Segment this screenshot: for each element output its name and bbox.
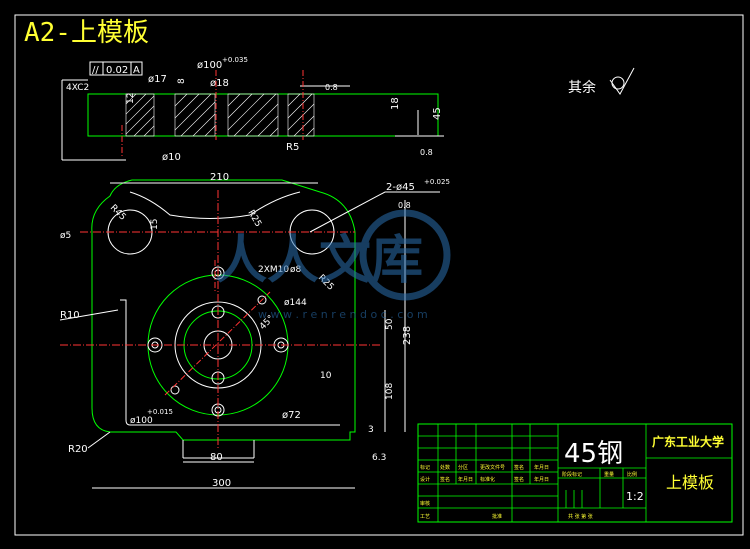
dim-d18: ø18 [210, 78, 229, 89]
svg-text:批准: 批准 [492, 513, 502, 520]
dim-v3: 3 [368, 425, 374, 435]
dim-d8: ø8 [290, 265, 302, 275]
dim-d100b-tol: +0.015 [147, 408, 173, 416]
section-view: // 0.02 A 4XC2 ø17 ø100 +0.035 ø18 ø10 1… [61, 56, 444, 163]
dim-v238: 238 [402, 326, 413, 345]
watermark: 人人文库 w w w . r e n r e n d o c . c o m [215, 209, 451, 321]
svg-text:共 张 第 张: 共 张 第 张 [568, 513, 593, 520]
other-surfaces-note: 其余 [568, 79, 596, 96]
roughness-d45: 0.8 [398, 201, 411, 210]
svg-text:年月日: 年月日 [458, 476, 473, 483]
svg-text:更改文件号: 更改文件号 [480, 464, 505, 471]
tolerance-frame [89, 61, 143, 76]
dim-h12: 12 [126, 93, 136, 104]
title-block-labels: 标记 处数 分区 更改文件号 签名 年月日 设计 签名 年月日 标准化 签名 年… [420, 464, 637, 520]
dim-v10: 10 [320, 371, 332, 381]
svg-text:标准化: 标准化 [480, 476, 495, 483]
material-label: 45钢 [564, 439, 623, 469]
dim-v50: 50 [385, 318, 395, 330]
svg-text:工艺: 工艺 [420, 514, 430, 520]
svg-text:年月日: 年月日 [534, 476, 549, 483]
roughness-2: 0.8 [420, 148, 433, 157]
svg-text:审核: 审核 [420, 500, 430, 507]
svg-text:阶段标记: 阶段标记 [562, 471, 582, 478]
plate-outline-plan [91, 179, 356, 441]
dim-w300: 300 [212, 478, 231, 489]
dim-w80: 80 [210, 452, 223, 463]
watermark-text: 人人文库 [215, 231, 423, 291]
dim-h8: 8 [177, 78, 187, 84]
svg-text:年月日: 年月日 [534, 464, 549, 471]
dim-r20: R20 [68, 444, 88, 455]
svg-text:签名: 签名 [514, 476, 524, 483]
roughness-symbol-icon [609, 67, 635, 95]
tol-datum: A [133, 65, 140, 76]
dim-2xm10: 2XM10 [258, 265, 289, 275]
dim-d17: ø17 [148, 74, 167, 85]
svg-text:分区: 分区 [458, 464, 468, 471]
dim-d100-tol: +0.035 [222, 56, 248, 64]
outer-frame [14, 14, 744, 536]
watermark-url: w w w . r e n r e n d o c . c o m [258, 308, 428, 321]
svg-text:比例: 比例 [627, 471, 637, 478]
dim-r10: R10 [60, 310, 80, 321]
dim-r25-top: R25 [245, 209, 263, 229]
dim-h18: 18 [390, 97, 401, 110]
dim-d72: ø72 [282, 410, 301, 421]
title-block-grid [418, 424, 732, 522]
chamfer-label: 4XC2 [66, 83, 89, 93]
school-name: 广东工业大学 [652, 434, 724, 449]
scale-value: 1:2 [626, 490, 644, 503]
svg-text:标记: 标记 [420, 464, 430, 471]
part-name: 上模板 [666, 473, 714, 492]
dim-d144: ø144 [284, 298, 307, 308]
svg-text:处数: 处数 [440, 464, 450, 471]
plan-view: 210 R25 R25 R45 2-ø45 +0.025 0.8 ø5 15 2… [59, 172, 450, 489]
roughness-1: 0.8 [325, 83, 338, 92]
tol-value: 0.02 [106, 65, 128, 76]
drawing-title: A2-上模板 [24, 18, 149, 48]
dim-v15: 15 [150, 219, 160, 230]
dim-d100: ø100 [197, 60, 222, 71]
dim-d5: ø5 [60, 231, 71, 241]
dim-d100b: ø100 [130, 416, 153, 426]
svg-text:重量: 重量 [604, 471, 614, 478]
hatch-area [125, 93, 315, 137]
tol-symbol: // [92, 65, 99, 76]
dim-h45: 45 [432, 107, 443, 120]
svg-text:签名: 签名 [440, 476, 450, 483]
dim-r5: R5 [286, 142, 299, 153]
svg-text:设计: 设计 [420, 476, 430, 483]
title-block-frame [417, 423, 733, 523]
dim-d10: ø10 [162, 152, 181, 163]
dim-d45-tol: +0.025 [424, 178, 450, 186]
dim-w210: 210 [210, 172, 229, 183]
dim-2xd45: 2-ø45 [386, 182, 415, 193]
roughness-bottom: 6.3 [372, 453, 386, 463]
svg-text:签名: 签名 [514, 464, 524, 471]
dim-v108: 108 [385, 383, 395, 400]
dim-r45: R45 [108, 203, 128, 223]
